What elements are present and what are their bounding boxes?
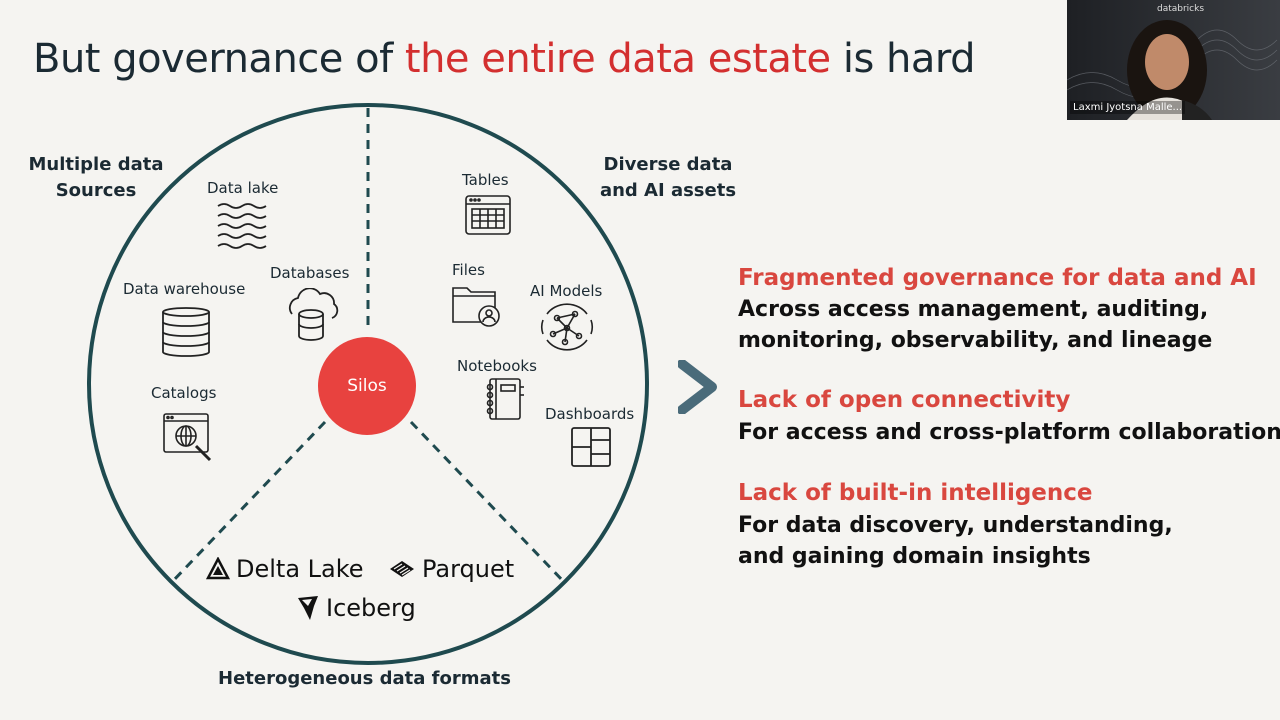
label-data-lake: Data lake [207,179,279,197]
databases-icon [289,288,339,341]
format-delta-lake-label: Delta Lake [236,555,364,583]
point-3-body: For data discovery, understanding, and g… [738,510,1173,572]
point-1-heading: Fragmented governance for data and AI [738,265,1257,291]
divider-left [170,420,327,584]
point-3-heading: Lack of built-in intelligence [738,480,1093,506]
label-ai-models: AI Models [530,282,603,300]
label-catalogs: Catalogs [151,384,217,402]
parquet-icon [390,561,414,577]
point-3-line-2: and gaining domain insights [738,544,1091,569]
iceberg-icon [298,596,318,620]
ai-models-icon [540,303,594,351]
format-iceberg: Iceberg [296,594,416,622]
format-parquet: Parquet [388,555,514,583]
point-2-line-1: For access and cross-platform collaborat… [738,420,1280,445]
format-delta-lake: Delta Lake [206,555,364,583]
section-sources-line1: Multiple data [28,154,164,175]
label-files: Files [452,261,485,279]
format-iceberg-label: Iceberg [326,594,416,622]
delta-lake-icon [206,557,230,580]
participant-video-tile[interactable]: databricks Laxmi Jyotsna Malle... [1067,0,1280,120]
label-tables: Tables [462,171,509,189]
video-feed [1067,0,1280,120]
label-dashboards: Dashboards [545,405,635,423]
label-notebooks: Notebooks [457,357,537,375]
silos-badge: Silos [318,337,416,435]
point-2-heading: Lack of open connectivity [738,387,1071,413]
section-assets-line1: Diverse data [603,154,733,175]
brand-label: databricks [1157,4,1205,14]
point-2-body: For access and cross-platform collaborat… [738,417,1280,448]
format-parquet-label: Parquet [422,555,515,583]
point-1-line-1: Across access management, auditing, [738,297,1209,322]
tables-icon [465,195,511,235]
point-3-line-1: For data discovery, understanding, [738,513,1173,538]
section-assets-line2: and AI assets [599,180,737,201]
dashboards-icon [571,427,611,467]
notebooks-icon [486,378,524,420]
chevron-right-icon [678,360,717,414]
participant-name: Laxmi Jyotsna Malle... [1070,101,1186,114]
slide-title: But governance of the entire data estate… [33,36,976,82]
catalogs-icon [163,413,212,462]
section-label-assets: Diverse data and AI assets [594,152,742,204]
section-sources-line2: Sources [55,180,137,201]
diagram-circle [87,103,649,665]
section-label-sources: Multiple data Sources [27,152,165,204]
title-highlight: the entire data estate [404,36,831,82]
point-1-line-2: monitoring, observability, and lineage [738,328,1213,353]
data-warehouse-icon [162,307,210,357]
label-data-warehouse: Data warehouse [123,280,246,298]
section-label-formats: Heterogeneous data formats [218,668,511,689]
data-lake-icon [217,203,267,249]
point-1-body: Across access management, auditing, moni… [738,294,1212,356]
files-icon [452,287,500,327]
title-suffix: is hard [830,36,976,82]
label-databases: Databases [270,264,350,282]
title-prefix: But governance of [33,36,405,82]
divider-right [409,420,566,584]
